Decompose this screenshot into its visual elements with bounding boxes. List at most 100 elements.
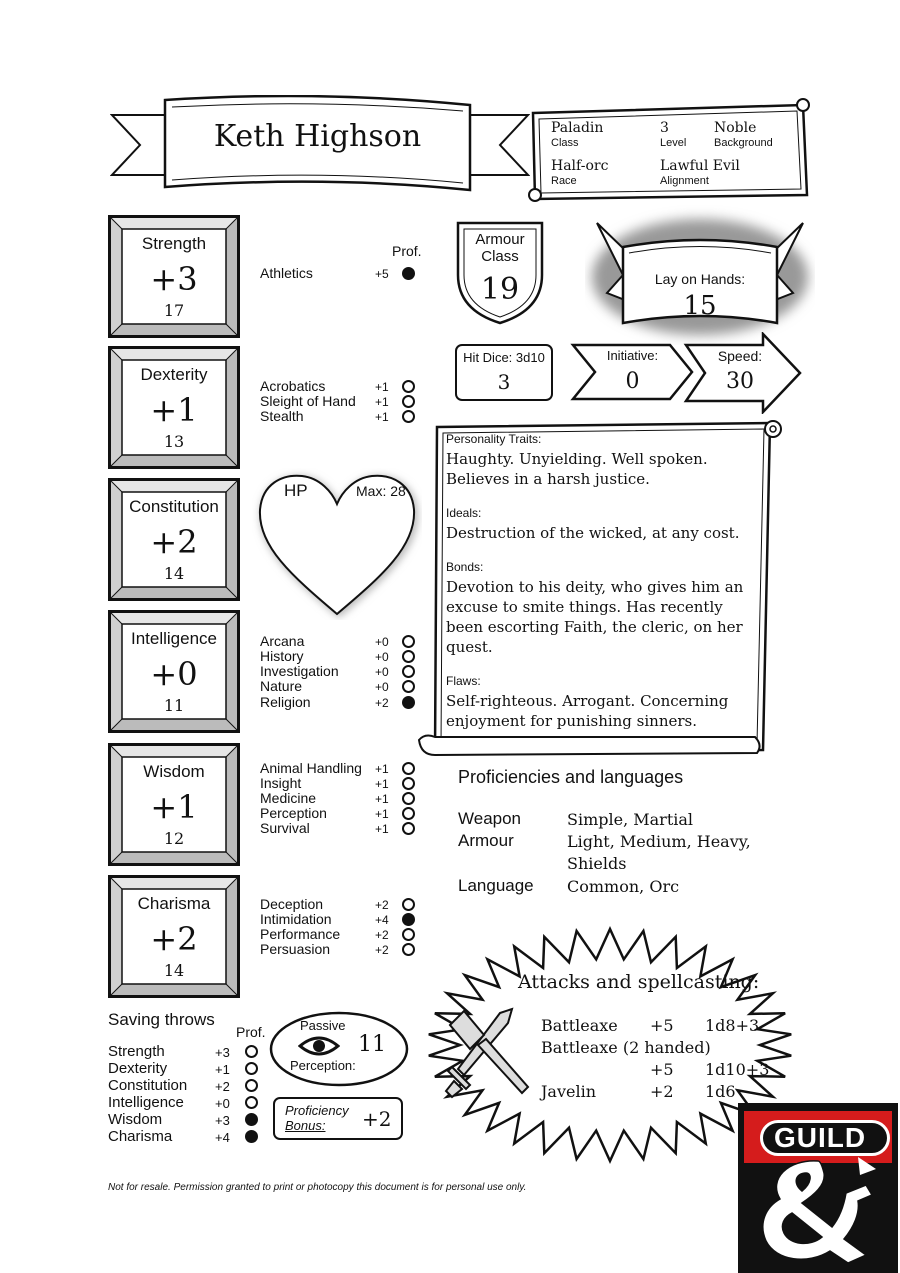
saving-throw-strength: Strength +3 [108, 1043, 268, 1060]
saving-throw-proficiency-dot[interactable] [245, 1045, 258, 1058]
skill-proficiency-dot[interactable] [402, 777, 415, 790]
skill-name: Sleight of Hand [260, 393, 356, 409]
skill-row-intimidation: Intimidation+4 [260, 912, 420, 927]
ability-frame [108, 215, 240, 338]
passive-label: Passive [300, 1018, 346, 1033]
ability-name: Strength [141, 234, 207, 253]
skill-row-arcana: Arcana+0 [260, 634, 420, 649]
ability-name: Intelligence [130, 629, 217, 648]
saving-throw-bonus: +3 [215, 1045, 230, 1060]
saving-throw-proficiency-dot[interactable] [245, 1113, 258, 1126]
skill-proficiency-dot[interactable] [402, 943, 415, 956]
bonds-label: Bonds: [446, 560, 484, 574]
ideals-text: Destruction of the wicked, at any cost. [446, 524, 740, 542]
ability-name: Wisdom [143, 762, 205, 781]
armour-class-value: 19 [480, 272, 520, 307]
attack-bonus: +5 [650, 1060, 674, 1079]
saving-throw-name: Wisdom [108, 1111, 163, 1128]
saving-throw-proficiency-dot[interactable] [245, 1079, 258, 1092]
skill-row-religion: Religion+2 [260, 695, 420, 710]
skill-proficiency-dot[interactable] [402, 380, 415, 393]
ability-modifier: +3 [150, 260, 198, 298]
skill-name: Arcana [260, 633, 305, 649]
skill-row-perception: Perception +1 [260, 806, 420, 821]
saving-throw-proficiency-dot[interactable] [245, 1130, 258, 1143]
saving-throw-proficiency-dot[interactable] [245, 1062, 258, 1075]
skill-proficiency-dot[interactable] [402, 822, 415, 835]
armour-value: Light, Medium, Heavy, Shields [567, 832, 751, 873]
attack-damage: 1d6 [705, 1082, 736, 1101]
skill-proficiency-dot[interactable] [402, 696, 415, 709]
ability-score: 12 [163, 829, 185, 848]
skill-name: Investigation [260, 663, 339, 679]
skill-proficiency-dot[interactable] [402, 762, 415, 775]
ability-score: 14 [163, 564, 185, 583]
skill-bonus: +0 [375, 650, 389, 664]
hit-dice-label: Hit Dice: 3d10 [463, 350, 545, 365]
skill-row-insight: Insight+1 [260, 776, 420, 791]
attack-name: Javelin [541, 1082, 596, 1101]
ability-score: 17 [163, 301, 185, 320]
bonds-text: Devotion to his deity, who gives him an … [446, 578, 744, 656]
skill-row-performance: Performance+2 [260, 927, 420, 942]
skill-bonus: +1 [375, 807, 389, 821]
skill-row-investigation: Investigation +0 [260, 664, 420, 679]
saving-throw-name: Strength [108, 1043, 165, 1060]
skill-proficiency-dot[interactable] [402, 807, 415, 820]
ability-modifier: +2 [150, 920, 198, 958]
passive-perception-oval [269, 1011, 409, 1087]
saving-throw-proficiency-dot[interactable] [245, 1096, 258, 1109]
saving-throw-bonus: +4 [215, 1130, 230, 1145]
skill-proficiency-dot[interactable] [402, 410, 415, 423]
skill-proficiency-dot[interactable] [402, 898, 415, 911]
skill-proficiency-dot[interactable] [402, 680, 415, 693]
skill-proficiency-dot[interactable] [402, 267, 415, 280]
ability-box-wisdom: Wisdom +1 12 [108, 743, 240, 866]
saving-throw-intelligence: Intelligence+0 [108, 1094, 268, 1111]
skill-name: Performance [260, 926, 341, 942]
skill-bonus: +5 [375, 267, 389, 281]
armour-class-shield [456, 221, 544, 325]
flaws-text: Self-righteous. Arrogant. Concerning enj… [446, 692, 729, 730]
skill-proficiency-dot[interactable] [402, 395, 415, 408]
skill-name: Survival [260, 820, 310, 836]
saving-throws-title: Saving throws [108, 1010, 215, 1029]
skill-row-deception: Deception+2 [260, 897, 420, 912]
skill-name: Athletics [260, 265, 313, 281]
ability-modifier: +0 [150, 655, 198, 693]
skill-proficiency-dot[interactable] [402, 635, 415, 648]
skill-proficiency-dot[interactable] [402, 792, 415, 805]
ability-frame [108, 346, 240, 469]
skill-bonus: +0 [375, 665, 389, 679]
ability-score: 14 [163, 961, 185, 980]
skill-bonus: +1 [375, 395, 389, 409]
skill-proficiency-dot[interactable] [402, 913, 415, 926]
skill-name: Intimidation [260, 911, 332, 927]
guild-logo-text: GUILD [774, 1122, 867, 1153]
saving-throw-name: Constitution [108, 1077, 188, 1094]
sword-axe-icon [444, 1007, 530, 1099]
ability-box-strength: Strength +3 17 [108, 215, 240, 338]
ability-modifier: +1 [150, 788, 198, 826]
hp-max: Max: 28 [356, 483, 406, 499]
skill-bonus: +1 [375, 777, 389, 791]
skill-proficiency-dot[interactable] [402, 928, 415, 941]
saving-throw-dexterity: Dexterity+1 [108, 1060, 268, 1077]
skill-proficiency-dot[interactable] [402, 665, 415, 678]
attack-name: Battleaxe [541, 1016, 618, 1035]
skills-prof-header: Prof. [392, 243, 422, 259]
saving-throws-prof-header: Prof. [236, 1024, 266, 1040]
skill-bonus: +1 [375, 822, 389, 836]
attack-name: Battleaxe (2 handed) [541, 1038, 711, 1057]
skill-name: Perception [260, 805, 327, 821]
hp-label: HP [284, 481, 308, 500]
lay-on-hands-banner [592, 219, 808, 335]
skill-row-acrobatics: Acrobatics+1 [260, 379, 420, 394]
skill-proficiency-dot[interactable] [402, 650, 415, 663]
saving-throw-bonus: +0 [215, 1096, 230, 1111]
